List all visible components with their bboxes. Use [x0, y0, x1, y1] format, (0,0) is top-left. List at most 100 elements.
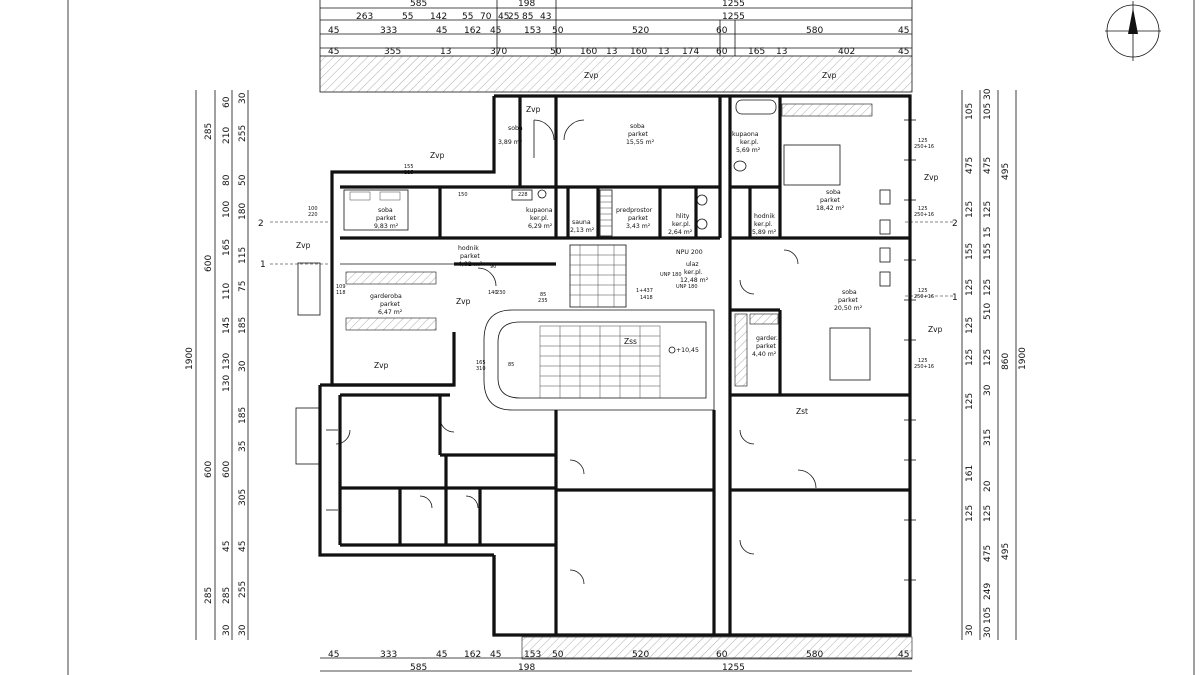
dim-t2-1: 55	[402, 12, 413, 22]
unp-label-3: 1+437	[636, 288, 653, 294]
dim-b1-5: 153	[524, 650, 541, 660]
door-note-4: 228	[518, 192, 528, 198]
dim-top-585: 585	[410, 0, 427, 9]
dim-r4-9: 125	[965, 505, 975, 522]
room-predprostor: predprostor parket 3,43 m²	[616, 207, 653, 230]
door-note-16: 118	[336, 290, 346, 296]
dim-l4-0: 30	[238, 92, 248, 104]
dim-b2-0: 585	[410, 663, 427, 673]
svg-text:parket: parket	[380, 301, 400, 308]
window-note-4: 250+16	[914, 212, 934, 218]
room-hodnik-1: hodnik parket 4,02 m²	[458, 245, 483, 268]
zst-label: Zst	[796, 407, 808, 416]
svg-text:kupaona: kupaona	[732, 131, 759, 138]
section-mark-1-left: 1	[260, 260, 266, 270]
svg-text:5,89 m²: 5,89 m²	[752, 229, 777, 236]
dim-r3-9: 30	[983, 384, 993, 396]
room-labels: soba parket 9,83 m² garderoba parket 6,4…	[370, 123, 863, 358]
dim-l3-12: 30	[222, 624, 232, 636]
dim-r3-3: 125	[983, 201, 993, 218]
dim-l4-8: 185	[238, 407, 248, 424]
dim-b1-6: 50	[552, 650, 564, 660]
dim-t4-7: 160	[630, 47, 647, 57]
dim-r4-6: 125	[965, 349, 975, 366]
zvp-label-2: Zvp	[822, 71, 837, 80]
door-note-13: 140	[488, 290, 498, 296]
dim-l4-9: 35	[238, 441, 248, 452]
svg-text:soba: soba	[378, 207, 393, 214]
svg-text:9,83 m²: 9,83 m²	[374, 223, 399, 230]
door-note-15: 109	[336, 284, 346, 290]
toilet-icon-2	[537, 189, 547, 199]
door-note-2: 115	[404, 170, 414, 176]
dim-r2-0: 495	[1001, 163, 1011, 180]
unp-label-2: UNP 180	[676, 284, 698, 290]
dim-l3-3: 100	[222, 201, 232, 218]
dim-b1-1: 333	[380, 650, 397, 660]
walls	[318, 94, 912, 637]
dim-r3-2: 475	[983, 157, 993, 174]
dim-r3-16: 30	[983, 626, 993, 638]
door-note-6: 220	[308, 212, 318, 218]
door-note-10: 165	[476, 360, 486, 366]
dim-l4-2: 50	[238, 174, 248, 186]
zvp-label-5: Zvp	[296, 241, 311, 250]
dim-t2-7: 85	[522, 12, 533, 22]
svg-text:ker.pl.: ker.pl.	[672, 221, 691, 228]
level-mark: +10,45	[676, 347, 699, 354]
dim-t3-1: 333	[380, 26, 397, 36]
svg-text:6,29 m²: 6,29 m²	[528, 223, 553, 230]
dim-left-1900: 1900	[185, 347, 195, 370]
dim-r3-7: 510	[983, 303, 993, 320]
dim-t3-7: 520	[632, 26, 649, 36]
svg-text:6,47 m²: 6,47 m²	[378, 309, 403, 316]
svg-text:parket: parket	[628, 131, 648, 138]
svg-text:soba: soba	[826, 189, 841, 196]
dim-t2-3: 55	[462, 12, 473, 22]
dim-l3-7: 130	[222, 353, 232, 370]
dim-r4-0: 105	[965, 103, 975, 120]
dim-t3-5: 153	[524, 26, 541, 36]
dim-b1-2: 45	[436, 650, 447, 660]
svg-text:4,02 m²: 4,02 m²	[458, 261, 483, 268]
dim-r3-0: 30	[983, 88, 993, 100]
zvp-label-7: Zvp	[374, 361, 389, 370]
dim-t4-8: 13	[658, 47, 669, 57]
zss-label: Zss	[624, 337, 637, 346]
door-note-7: 90	[490, 264, 496, 270]
svg-text:12,48 m²: 12,48 m²	[680, 277, 709, 284]
room-garderoba: garderoba parket 6,47 m²	[370, 293, 403, 316]
zvp-label-1: Zvp	[584, 71, 599, 80]
room-soba-4: soba parket 20,50 m²	[834, 289, 863, 312]
dim-l3-6: 145	[222, 317, 232, 334]
dim-t2-6: 25	[508, 12, 519, 22]
section-mark-2-right: 2	[952, 219, 958, 229]
north-arrow-icon	[1105, 1, 1161, 61]
dim-t4-14: 45	[898, 47, 909, 57]
dim-r3-6: 125	[983, 279, 993, 296]
dim-r4-8: 161	[965, 465, 975, 482]
dim-l3-1: 210	[222, 127, 232, 144]
bed-icon-2	[783, 144, 841, 186]
room-sauna: sauna 2,13 m²	[570, 219, 595, 234]
door-note-3: 150	[458, 192, 468, 198]
window-note-7: 125	[918, 358, 928, 364]
dim-t4-12: 13	[776, 47, 787, 57]
dim-l4-6: 185	[238, 317, 248, 334]
chair-icon	[879, 189, 891, 205]
dim-b1-9: 580	[806, 650, 823, 660]
dim-l2-2: 600	[204, 461, 214, 478]
dim-l3-11: 285	[222, 587, 232, 604]
svg-text:predprostor: predprostor	[616, 207, 653, 214]
svg-text:garderoba: garderoba	[370, 293, 402, 300]
hatched-roof-top	[319, 55, 913, 93]
dim-t4-9: 174	[682, 47, 699, 57]
dim-t4-6: 13	[606, 47, 617, 57]
door-note-12: 85	[508, 362, 514, 368]
zvp-label-9: Zvp	[928, 325, 943, 334]
dim-t3-0: 45	[328, 26, 339, 36]
dim-r3-10: 315	[983, 429, 993, 446]
chair-icon-3	[879, 247, 891, 263]
dim-t2-8: 43	[540, 12, 551, 22]
dim-t4-5: 160	[580, 47, 597, 57]
